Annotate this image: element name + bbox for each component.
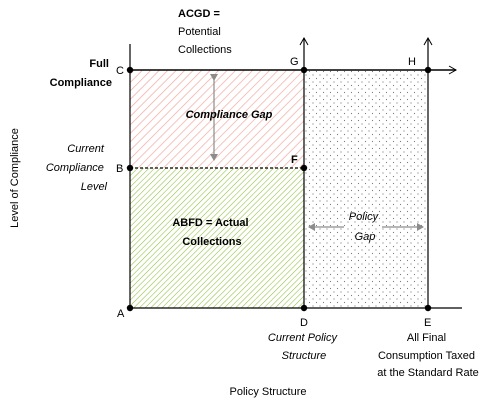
actual-collections-region	[130, 168, 304, 308]
point-b-label: B	[116, 163, 123, 175]
point-e-label: E	[424, 317, 431, 329]
current-policy-structure-label: Current Policy Structure	[268, 332, 340, 362]
point-e-dot	[424, 304, 432, 312]
x-axis-title: Policy Structure	[229, 386, 306, 398]
point-a-label: A	[117, 308, 125, 320]
point-g-dot	[300, 66, 308, 74]
point-h-dot	[424, 66, 432, 74]
point-b-dot	[126, 164, 134, 172]
compliance-gap-label: Compliance Gap	[186, 109, 273, 121]
full-compliance-label: Full Compliance	[50, 58, 112, 89]
top-note: ACGD = Potential Collections	[178, 8, 232, 56]
point-c-dot	[126, 66, 134, 74]
policy-gap-region	[304, 70, 428, 308]
point-d-label: D	[300, 317, 308, 329]
point-c-label: C	[116, 65, 124, 77]
point-f-label: F	[291, 154, 298, 166]
policy-gap-label: Policy Gap	[349, 211, 381, 243]
point-a-dot	[126, 304, 134, 312]
all-final-consumption-label: All Final Consumption Taxed at the Stand…	[377, 332, 479, 379]
y-axis-title: Level of Compliance	[9, 128, 21, 228]
point-g-label: G	[290, 56, 299, 68]
actual-collections-label: ABFD = Actual Collections	[172, 217, 251, 248]
point-d-dot	[300, 304, 308, 312]
point-f-dot	[300, 164, 308, 172]
current-compliance-label: Current Compliance Level	[46, 143, 108, 193]
point-h-label: H	[408, 56, 416, 68]
